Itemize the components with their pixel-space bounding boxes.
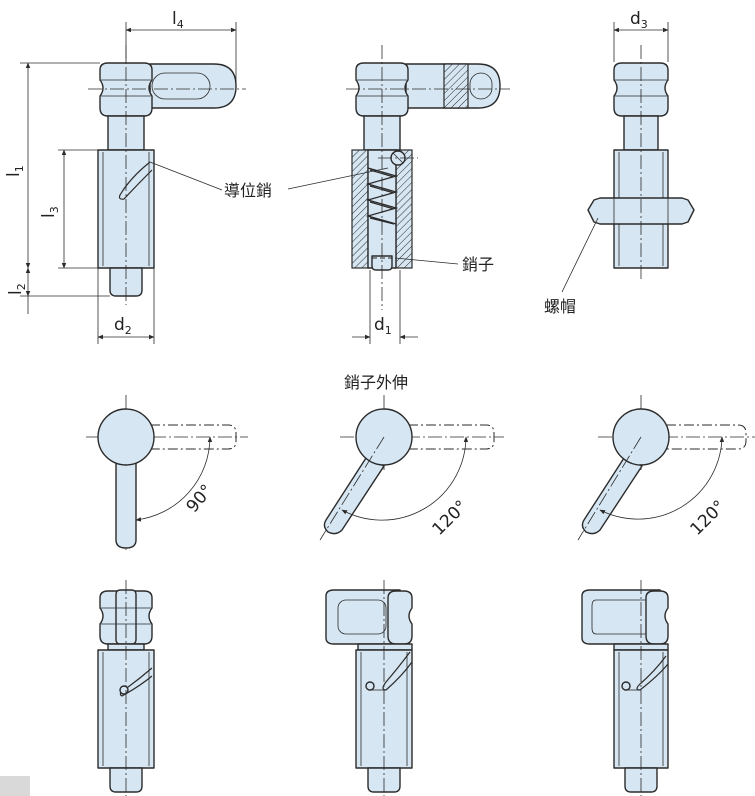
dim-l4: l4 xyxy=(172,9,184,31)
corner-tab xyxy=(0,776,30,796)
top-view-120b: 120° xyxy=(577,395,755,541)
dim-d1: d1 xyxy=(374,315,392,337)
top-view-120a: 120° xyxy=(319,395,504,541)
lever-loop xyxy=(149,63,237,109)
housing-wall-left xyxy=(351,149,369,269)
dim-l3: l3 xyxy=(39,206,61,218)
dim-l1: l1 xyxy=(4,165,26,177)
rotated-view-1 xyxy=(97,580,155,796)
section-view: d1 xyxy=(346,45,510,344)
front-view: l4 l1 l3 l2 d2 xyxy=(4,9,246,344)
label-pin: 銷子 xyxy=(462,255,494,274)
label-pin-extended: 銷子外伸 xyxy=(344,373,408,392)
rotated-view-3 xyxy=(581,580,669,796)
handle-arm-120a xyxy=(323,457,385,535)
lever-loop-hole xyxy=(151,72,211,100)
dim-d3: d3 xyxy=(630,9,648,31)
knob-top-90 xyxy=(97,408,155,466)
guide-slot xyxy=(118,161,153,200)
label-guide-pin: 導位銷 xyxy=(224,181,272,200)
handle-arm-90 xyxy=(115,459,137,549)
top-view-90: 90° xyxy=(86,395,248,550)
side-view: d3 螺帽 xyxy=(544,9,695,316)
angle-120b: 120° xyxy=(687,497,730,540)
dim-l2: l2 xyxy=(6,283,28,295)
label-nut: 螺帽 xyxy=(544,297,576,316)
housing-wall-right xyxy=(395,149,413,269)
angle-90: 90° xyxy=(183,481,218,517)
handle-arm-120b xyxy=(581,457,643,535)
dim-d2: d2 xyxy=(114,315,132,337)
rotated-view-2 xyxy=(325,580,413,796)
angle-120a: 120° xyxy=(429,497,472,540)
